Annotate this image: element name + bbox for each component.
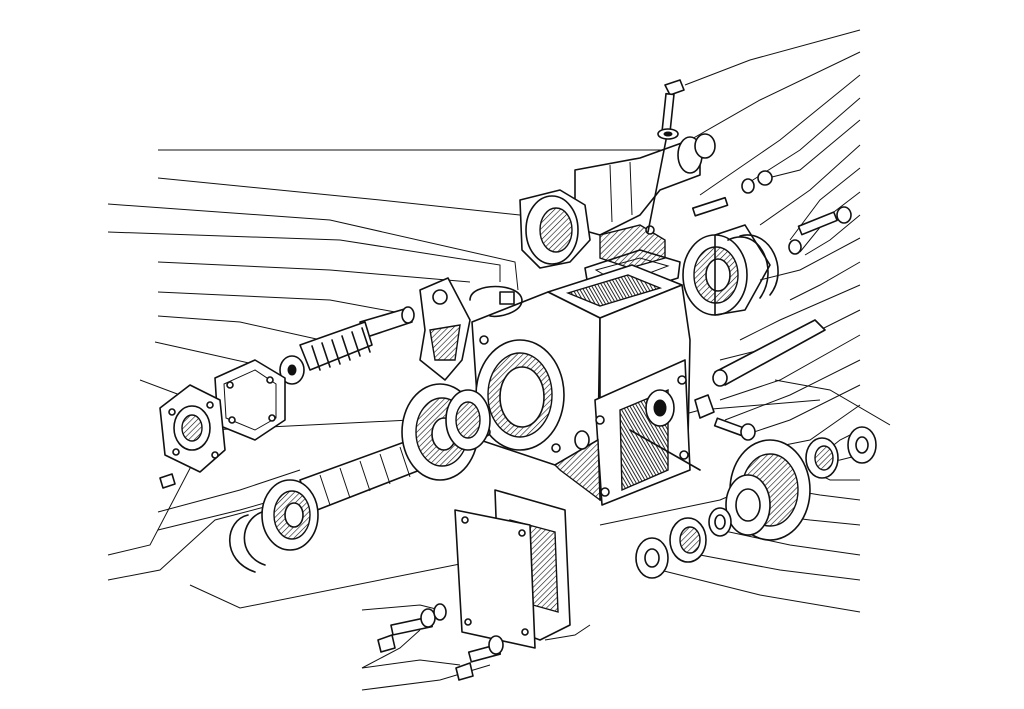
small-snap-ring — [469, 285, 523, 318]
side-bolt-small — [691, 170, 773, 217]
left-flange-disc — [159, 384, 226, 489]
upper-housing-bracket — [519, 133, 716, 269]
thrust-washer-lower — [635, 537, 669, 579]
spline-shaft-assembly — [261, 383, 491, 551]
needle-bearing-lower — [669, 517, 707, 563]
right-gear — [725, 439, 811, 541]
bottom-cover-plate — [454, 489, 571, 649]
right-bearing — [682, 224, 771, 316]
spacer-ring — [708, 507, 732, 537]
bottom-bolt-2 — [455, 635, 504, 681]
leader-lines-right — [599, 29, 891, 613]
needle-bearing-upper — [805, 437, 839, 479]
bottom-bolt-1 — [377, 603, 447, 653]
thrust-washer-upper — [847, 426, 877, 464]
long-pin — [712, 319, 826, 387]
side-bolt-upper — [788, 206, 852, 255]
main-gearbox-housing — [471, 264, 701, 506]
top-bolt — [647, 79, 685, 233]
left-end-cover — [214, 359, 286, 441]
shift-fork — [419, 277, 471, 381]
leader-lines-bottom — [361, 604, 591, 691]
worm-threads — [311, 327, 371, 371]
shaft-splines — [319, 446, 411, 506]
small-bolt-right — [694, 394, 756, 441]
leader-lines-left — [107, 149, 701, 609]
left-snap-ring — [229, 511, 266, 573]
worm-shaft — [279, 306, 415, 385]
right-snap-ring — [727, 234, 779, 299]
